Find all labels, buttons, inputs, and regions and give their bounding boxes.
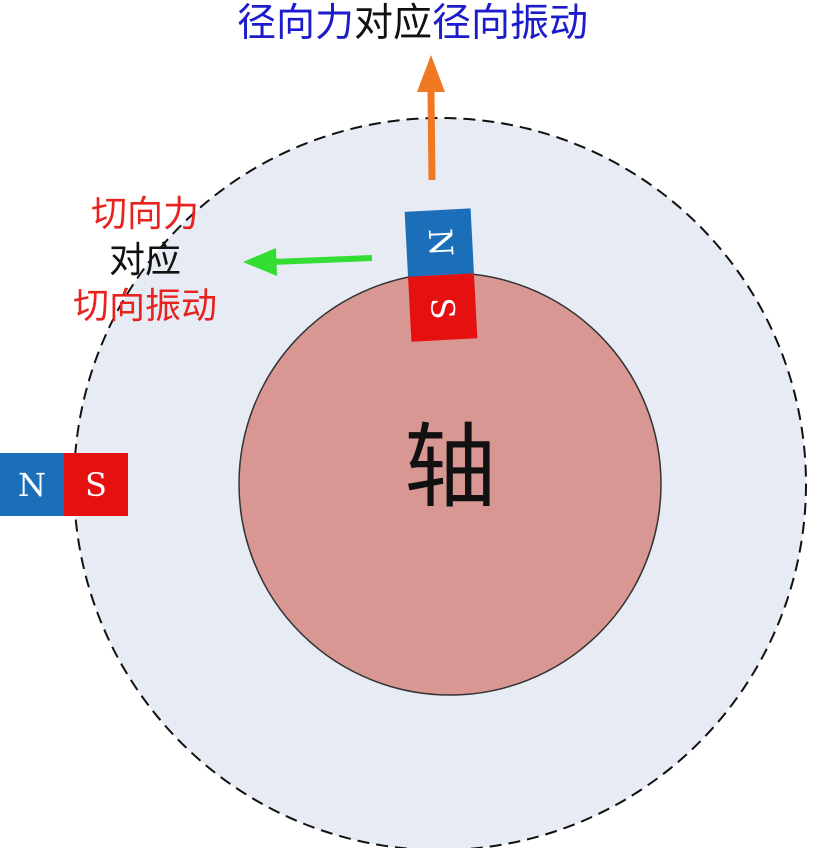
top-magnet-south-pole bbox=[408, 273, 478, 342]
tangential-note-force: 切向力 bbox=[90, 194, 199, 235]
top-magnet-north-letter: N bbox=[421, 227, 461, 258]
radial-force-arrowhead bbox=[417, 55, 445, 92]
title-radial-force: 径向力 bbox=[236, 1, 354, 46]
left-magnet-north-letter: N bbox=[18, 465, 46, 504]
left-magnet-south-letter: S bbox=[85, 465, 107, 504]
tangential-force-arrow bbox=[271, 255, 373, 265]
top-magnet bbox=[404, 208, 478, 342]
tangential-force-arrowhead bbox=[243, 248, 277, 276]
tangential-note-vibration: 切向振动 bbox=[72, 286, 217, 327]
left-magnet-south-pole bbox=[64, 453, 128, 516]
top-magnet-north-pole bbox=[404, 208, 474, 277]
tangential-note: 切向力 对应 切向振动 bbox=[50, 192, 240, 330]
top-magnet-south-letter: S bbox=[423, 296, 463, 321]
shaft-label: 轴 bbox=[403, 414, 496, 521]
left-magnet-north-pole bbox=[0, 453, 64, 516]
diagram-title: 径向力对应径向振动 bbox=[0, 4, 825, 43]
title-corresponds: 对应 bbox=[353, 1, 432, 46]
title-radial-vibration: 径向振动 bbox=[432, 1, 589, 46]
radial-force-arrow bbox=[427, 91, 436, 181]
tangential-note-corresponds: 对应 bbox=[108, 240, 181, 281]
